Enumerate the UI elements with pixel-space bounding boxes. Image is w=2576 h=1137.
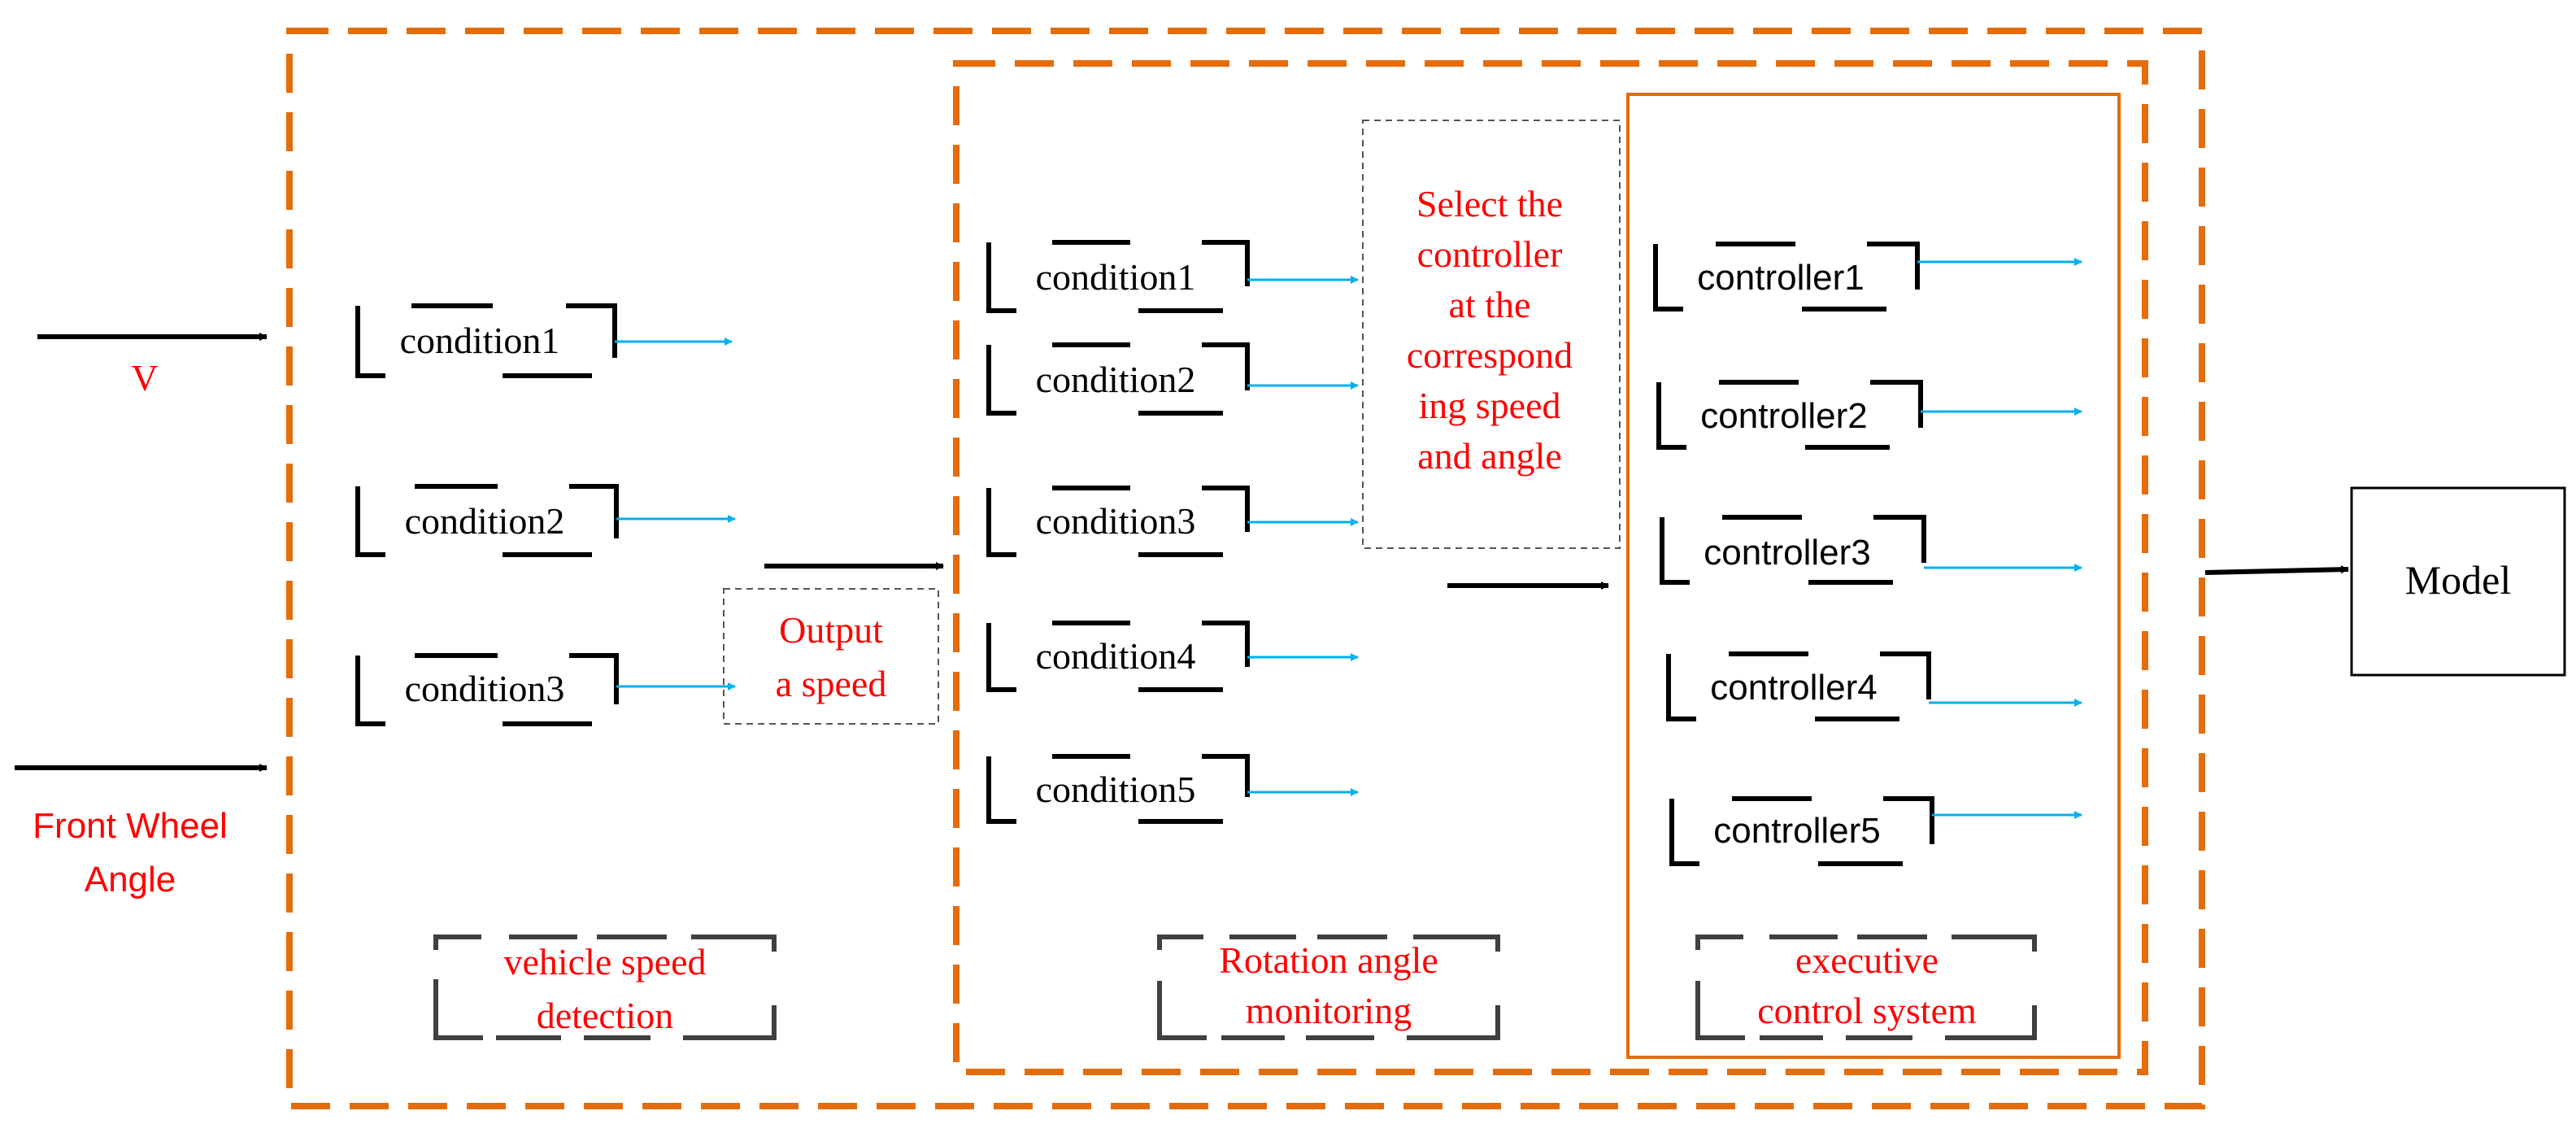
speed-condition-1-label: condition1 <box>400 320 560 361</box>
select-controller-line2: controller <box>1417 233 1563 275</box>
front-wheel-label-line1: Front Wheel <box>33 806 228 846</box>
angle-condition-1: condition1 <box>986 240 1359 313</box>
output-speed-line2: a speed <box>776 663 887 704</box>
executive-control-frame <box>1626 93 2121 1059</box>
executive-control-label-line2: control system <box>1757 990 1977 1031</box>
outer-system-frame <box>286 28 2205 1109</box>
speed-condition-1: condition1 <box>355 303 733 378</box>
controller-3: controller3 <box>1660 515 2082 585</box>
speed-detection-label-line2: detection <box>537 995 674 1036</box>
select-controller-line5: ing speed <box>1418 385 1560 426</box>
angle-monitoring-label: Rotation angle monitoring <box>1157 934 1500 1040</box>
speed-condition-2: condition2 <box>355 484 736 557</box>
angle-condition-1-label: condition1 <box>1036 256 1196 298</box>
select-controller-line4: correspond <box>1407 334 1573 376</box>
angle-condition-4: condition4 <box>986 621 1359 692</box>
controller-5: controller5 <box>1669 796 2082 866</box>
angle-condition-3-label: condition3 <box>1036 500 1196 542</box>
speed-condition-3: condition3 <box>355 653 736 726</box>
output-speed-line1: Output <box>779 609 883 651</box>
front-wheel-label-line2: Angle <box>85 860 176 900</box>
model-label: Model <box>2405 557 2512 603</box>
speed-condition-2-label: condition2 <box>405 500 565 542</box>
model-box <box>2350 486 2566 677</box>
controller-4: controller4 <box>1666 651 2082 721</box>
speed-condition-3-label: condition3 <box>405 668 565 709</box>
angle-monitoring-label-line1: Rotation angle <box>1219 939 1438 981</box>
executive-control-label-line1: executive <box>1795 939 1939 981</box>
controller-4-label: controller4 <box>1710 668 1877 708</box>
v-label: V <box>131 357 158 399</box>
inner-control-frame <box>953 60 2148 1075</box>
speed-detection-label-line1: vehicle speed <box>503 941 706 982</box>
select-controller-line3: at the <box>1449 284 1531 325</box>
controller-1-label: controller1 <box>1697 258 1864 298</box>
select-controller-line1: Select the <box>1416 183 1563 224</box>
angle-condition-2: condition2 <box>986 342 1359 416</box>
controller-2-label: controller2 <box>1700 396 1867 436</box>
angle-condition-5-label: condition5 <box>1036 769 1196 810</box>
select-controller-line6: and angle <box>1417 435 1562 477</box>
executive-to-model-arrow <box>2204 565 2349 575</box>
controller-5-label: controller5 <box>1713 811 1880 851</box>
angle-condition-4-label: condition4 <box>1036 635 1196 677</box>
angle-condition-2-label: condition2 <box>1036 359 1196 400</box>
executive-control-label: executive control system <box>1695 934 2037 1040</box>
angle-monitoring-label-line2: monitoring <box>1246 990 1412 1031</box>
speed-detection-label: vehicle speed detection <box>433 934 777 1040</box>
output-speed-box <box>723 588 939 725</box>
angle-condition-5: condition5 <box>986 754 1359 824</box>
select-controller-box <box>1362 120 1621 549</box>
controller-3-label: controller3 <box>1704 533 1870 573</box>
controller-2: controller2 <box>1656 380 2082 450</box>
angle-condition-3: condition3 <box>986 486 1359 557</box>
controller-1: controller1 <box>1653 242 2082 311</box>
